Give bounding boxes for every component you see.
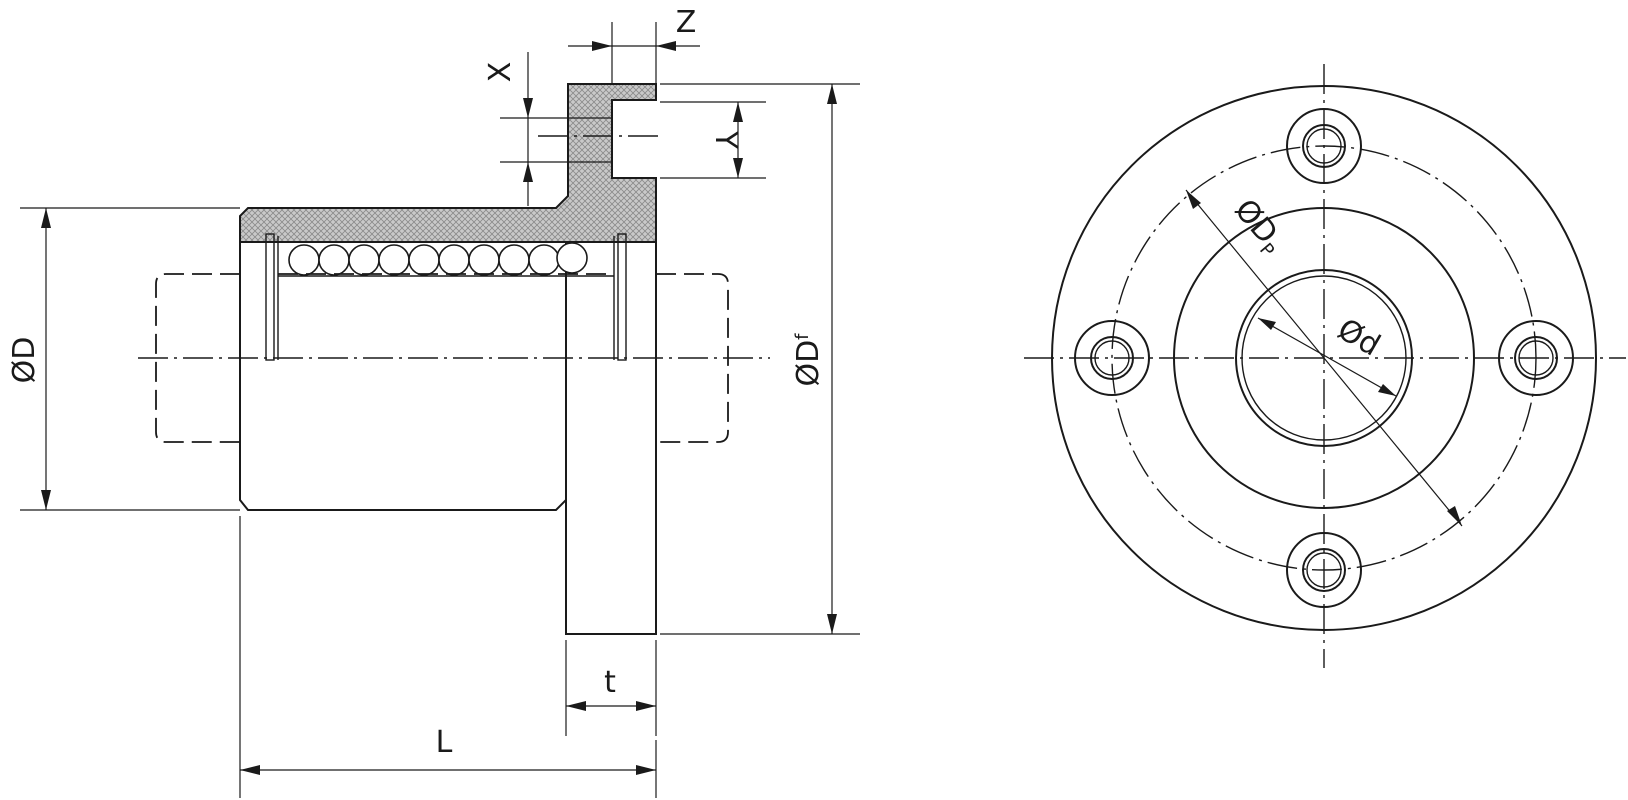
retainer-ring-right [613, 233, 627, 361]
label-l: L [436, 725, 453, 760]
pitch-circle [1111, 145, 1537, 571]
retainer-ring-left [265, 233, 279, 361]
label-t: t [604, 665, 616, 700]
label-z: Z [676, 5, 697, 40]
label-outer-diameter: ØD [7, 337, 42, 384]
label-pitch-diameter: ØDP [1225, 193, 1291, 262]
ball-row [288, 242, 588, 276]
ball [438, 244, 470, 276]
dimension-t [565, 640, 657, 736]
label-flange-diameter-sub: f [792, 333, 813, 340]
label-bore-diameter: Ød [1332, 312, 1386, 364]
dimension-flange-diameter [660, 83, 860, 635]
dimension-x [500, 52, 612, 206]
housing-section-hatched [239, 83, 657, 243]
dimension-outer-diameter [20, 207, 240, 511]
dimension-z [568, 22, 700, 84]
mounting-hole-top [1286, 108, 1362, 184]
bore-inner-circle [1241, 275, 1407, 441]
ball [318, 244, 350, 276]
label-pitch-diameter-main: ØD [1227, 193, 1284, 251]
ball [498, 244, 530, 276]
mounting-hole-left [1074, 320, 1150, 396]
mounting-hole-bottom [1286, 532, 1362, 608]
flange-outline [565, 242, 657, 635]
label-flange-diameter-main: ØD [791, 340, 826, 387]
mounting-hole-right [1498, 320, 1574, 396]
label-x: X [483, 62, 518, 83]
bearing-body-outline [239, 242, 567, 511]
ball [556, 242, 588, 274]
label-y: Y [708, 130, 743, 150]
ball [378, 244, 410, 276]
label-flange-diameter: ØDf [791, 333, 826, 387]
dimension-l [239, 516, 657, 798]
bore-circle [1235, 269, 1413, 447]
front-view: ØDP Ød [1024, 64, 1626, 668]
dimension-pitch-diameter [1185, 189, 1463, 527]
ball [348, 244, 380, 276]
body-outer-circle [1173, 207, 1475, 509]
dimension-bore-diameter [1257, 317, 1397, 397]
ball [288, 244, 320, 276]
side-view: ØD ØDf Z X [7, 5, 860, 798]
dimension-y [660, 101, 766, 179]
ball [528, 244, 560, 276]
ball [468, 244, 500, 276]
flange-outer-circle [1051, 85, 1597, 631]
ball [408, 244, 440, 276]
